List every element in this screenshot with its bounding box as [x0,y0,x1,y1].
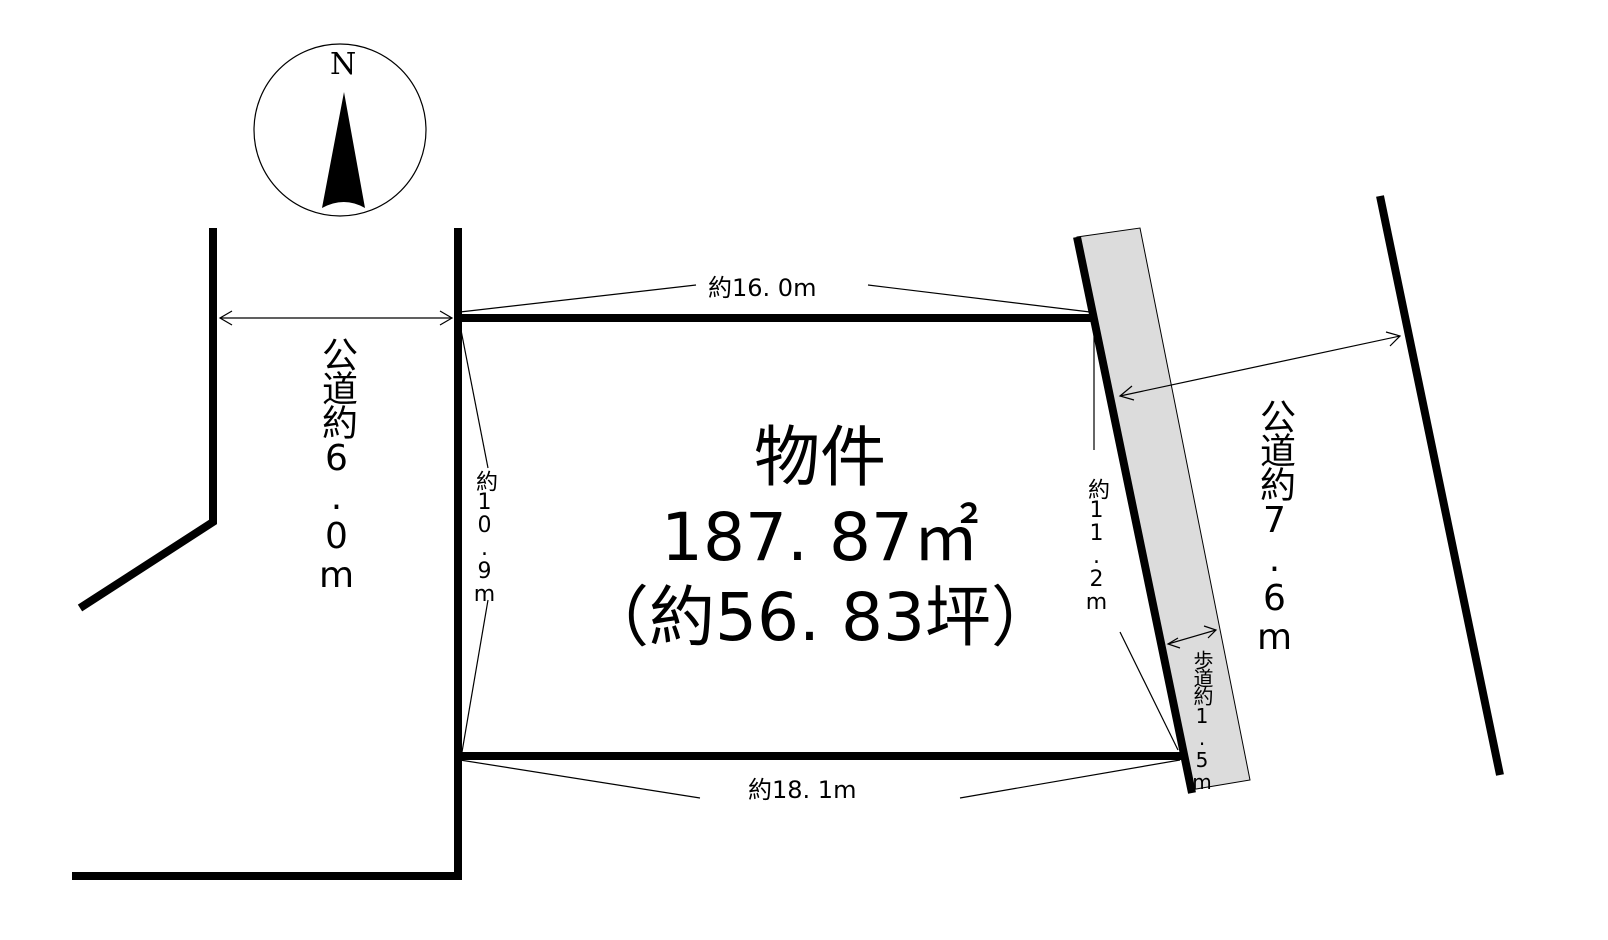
property-area-tsubo: （約56. 83坪） [583,579,1057,656]
property-area-sqm: 187. 87㎡ [661,499,979,576]
left-road-lines [72,228,462,880]
compass-north-label: N [330,47,357,82]
sidewalk-label: 歩道約1.5m [1190,650,1214,792]
left-edge-dimension: 約10.9m [472,470,497,605]
bottom-edge-dimension: 約18. 1m [748,776,857,804]
north-arrow-icon [253,43,427,217]
right-edge-dimension: 約11.2m [1084,478,1109,613]
left-road-label: 公道約6.0m [316,336,357,594]
dimension-lines [218,284,1402,799]
property-boundary [458,236,1196,794]
property-label: 物件 187. 87㎡ （約56. 83坪） [560,418,1080,658]
right-road-line [1376,195,1504,776]
property-title: 物件 [754,419,886,496]
top-edge-dimension: 約16. 0m [708,274,817,302]
right-road-label: 公道約7.6m [1254,398,1295,656]
